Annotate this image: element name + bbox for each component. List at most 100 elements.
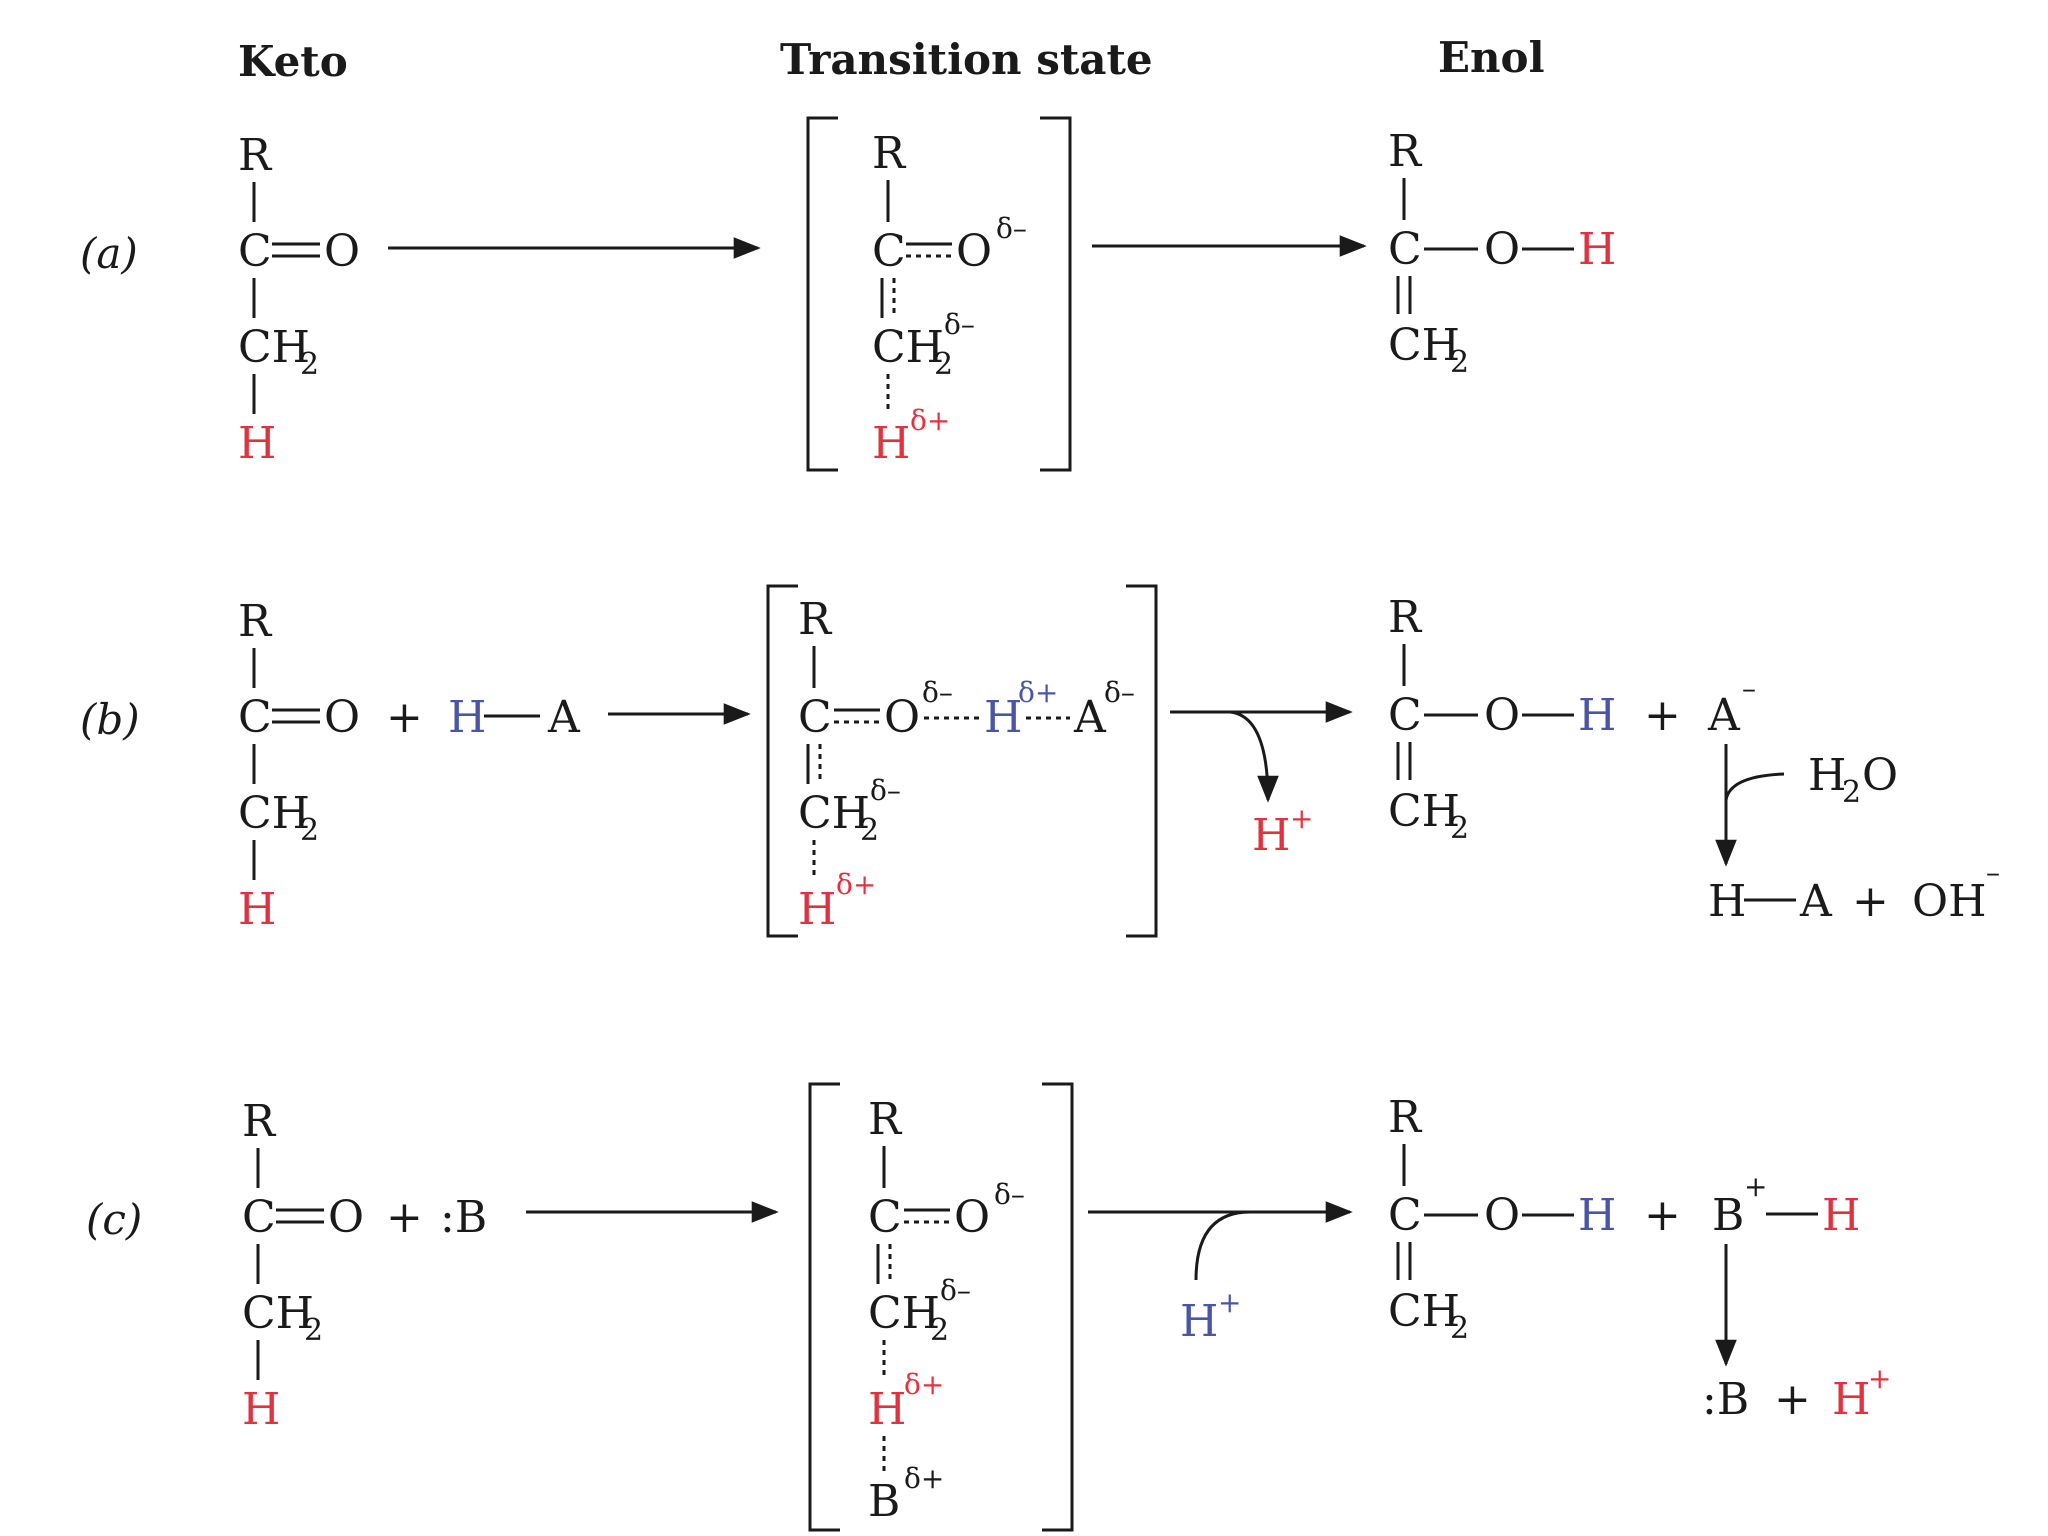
charge-plus: + <box>1744 1170 1767 1203</box>
subscript-2: 2 <box>930 1313 949 1348</box>
header-enol: Enol <box>1438 33 1545 82</box>
atom-o: O <box>956 226 992 277</box>
atom-a: A <box>547 692 581 743</box>
curved-arrow <box>1724 772 1785 801</box>
atom-c: C <box>238 692 272 743</box>
atom-ch: CH <box>238 788 310 839</box>
charge-minus: – <box>1742 672 1756 705</box>
transition-state-b: R C O δ– H δ+ A δ– CH 2 δ– H δ+ <box>766 584 1158 938</box>
row-label-a: (a) <box>80 229 138 278</box>
header-transition-state: Transition state <box>780 35 1153 84</box>
plus-sign: + <box>1852 876 1889 927</box>
atom-c: C <box>798 692 832 743</box>
atom-oh: OH <box>1912 876 1986 927</box>
charge-delta-minus: δ– <box>940 1274 971 1307</box>
curved-arrow <box>1194 1210 1251 1281</box>
atom-c: C <box>238 226 272 277</box>
charge-minus: – <box>1986 856 2000 889</box>
atom-r: R <box>1388 1092 1423 1143</box>
subscript-2: 2 <box>304 1313 323 1348</box>
atom-ch: CH <box>872 322 944 373</box>
atom-h-blue: H <box>1578 690 1616 741</box>
row-b: (b) R C O CH 2 H + H A R C O <box>80 584 2000 938</box>
curved-arrow <box>1229 710 1279 803</box>
row-label-c: (c) <box>86 1195 142 1244</box>
subscript-2: 2 <box>300 813 319 848</box>
atom-r: R <box>238 130 273 181</box>
bracket-right <box>1040 116 1072 472</box>
subscript-2: 2 <box>300 347 319 382</box>
bracket-left <box>808 1082 840 1532</box>
charge-delta-plus: δ+ <box>904 1462 944 1495</box>
atom-base: :B <box>440 1192 487 1243</box>
plus-sign: + <box>1644 690 1681 741</box>
transition-state-c: R C O δ– CH 2 δ– H δ+ B δ+ <box>808 1082 1074 1532</box>
keto-structure-c: R C O CH 2 H <box>242 1096 364 1435</box>
enol-structure-c: R C O H CH 2 <box>1388 1092 1616 1346</box>
charge-plus: + <box>1868 1362 1891 1395</box>
atom-r: R <box>242 1096 277 1147</box>
atom-c: C <box>1388 690 1422 741</box>
atom-r: R <box>868 1094 903 1145</box>
atom-h-blue: H <box>984 692 1022 743</box>
atom-r: R <box>798 594 833 645</box>
atom-o: O <box>1484 224 1520 275</box>
atom-h-blue: H <box>1578 1190 1616 1241</box>
charge-delta-minus: δ– <box>944 308 975 341</box>
atom-h: H <box>1808 750 1846 801</box>
bracket-right <box>1042 1082 1074 1532</box>
atom-h-red: H <box>872 418 910 469</box>
atom-h-red: H <box>242 1384 280 1435</box>
atom-h-red: H <box>798 884 836 935</box>
charge-delta-minus: δ– <box>1104 676 1135 709</box>
atom-ch: CH <box>242 1288 314 1339</box>
charge-delta-minus: δ– <box>994 1178 1025 1211</box>
atom-o: O <box>884 692 920 743</box>
atom-ch: CH <box>868 1288 940 1339</box>
subscript-2: 2 <box>860 813 879 848</box>
atom-base: :B <box>1702 1374 1749 1425</box>
transition-state-a: R C O δ– CH 2 δ– H δ+ <box>806 116 1072 472</box>
plus-sign: + <box>386 692 423 743</box>
subscript-2: 2 <box>934 347 953 382</box>
atom-h-blue: H <box>448 692 486 743</box>
atom-c: C <box>1388 224 1422 275</box>
atom-c: C <box>1388 1190 1422 1241</box>
atom-c: C <box>242 1192 276 1243</box>
plus-sign: + <box>1644 1190 1681 1241</box>
atom-o: O <box>954 1192 990 1243</box>
bracket-left <box>806 116 838 472</box>
atom-ch: CH <box>238 322 310 373</box>
atom-ch: CH <box>1388 786 1460 837</box>
charge-delta-plus: δ+ <box>904 1368 944 1401</box>
keto-structure-b: R C O CH 2 H <box>238 596 360 935</box>
atom-h-red: H <box>1822 1190 1860 1241</box>
atom-o: O <box>1862 750 1898 801</box>
subscript-2: 2 <box>1450 1311 1469 1346</box>
charge-plus: + <box>1218 1286 1241 1319</box>
plus-sign: + <box>1774 1374 1811 1425</box>
bracket-right <box>1126 584 1158 938</box>
bracket-left <box>766 584 798 938</box>
enol-structure-a: R C O H CH 2 <box>1388 126 1616 380</box>
atom-h-red: H <box>238 418 276 469</box>
atom-h-red: H <box>1252 810 1290 861</box>
atom-r: R <box>1388 592 1423 643</box>
atom-r: R <box>1388 126 1423 177</box>
atom-a: A <box>1073 692 1107 743</box>
atom-c: C <box>868 1192 902 1243</box>
subscript-2: 2 <box>1450 811 1469 846</box>
header-keto: Keto <box>238 37 348 86</box>
subscript-2: 2 <box>1450 345 1469 380</box>
plus-sign: + <box>386 1192 423 1243</box>
charge-delta-plus: δ+ <box>836 868 876 901</box>
enol-structure-b: R C O H CH 2 <box>1388 592 1616 846</box>
subscript-2: 2 <box>1842 775 1861 810</box>
atom-ch: CH <box>798 788 870 839</box>
atom-o: O <box>324 226 360 277</box>
atom-ch: CH <box>1388 320 1460 371</box>
atom-h-red: H <box>868 1384 906 1435</box>
charge-delta-minus: δ– <box>922 676 953 709</box>
atom-a: A <box>1799 876 1833 927</box>
